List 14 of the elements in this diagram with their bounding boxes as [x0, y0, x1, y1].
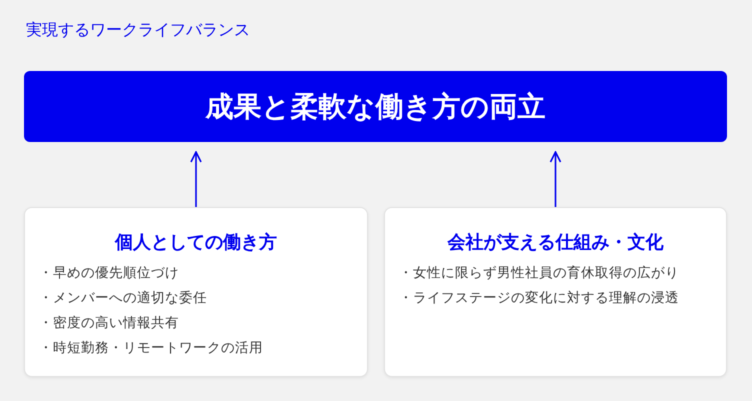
- bullet-item: ・女性に限らず男性社員の育休取得の広がり: [399, 264, 679, 282]
- info-card: [384, 207, 727, 377]
- bullet-item: ・早めの優先順位づけ: [39, 264, 179, 282]
- title: 実現するワークライフバランス: [26, 20, 250, 41]
- bullet-item: ・時短勤務・リモートワークの活用: [39, 339, 263, 357]
- info-card: [24, 207, 368, 377]
- heading-banner: 成果と柔軟な働き方の両立: [24, 71, 727, 142]
- card-heading: 会社が支える仕組み・文化: [446, 231, 664, 254]
- bullet-item: ・ライフステージの変化に対する理解の浸透: [399, 289, 679, 307]
- bullet-item: ・密度の高い情報共有: [39, 314, 179, 332]
- arrow: [190, 151, 202, 207]
- card-heading: 個人としての働き方: [114, 231, 278, 254]
- bullet-item: ・メンバーへの適切な委任: [39, 289, 207, 307]
- arrow: [550, 151, 562, 207]
